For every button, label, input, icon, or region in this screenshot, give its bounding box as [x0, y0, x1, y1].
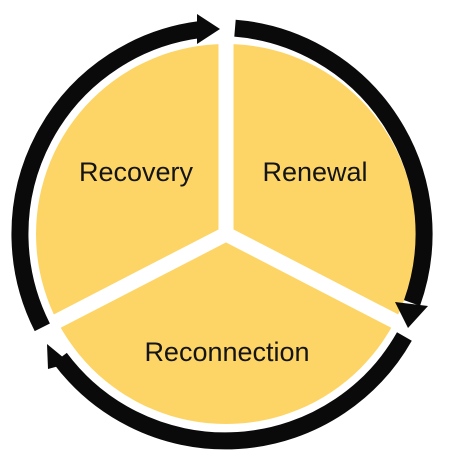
arc-arrow-left [11, 21, 202, 332]
segment-label-renewal: Renewal [262, 157, 367, 187]
segment-label-recovery: Recovery [79, 157, 194, 187]
segment-label-reconnection: Reconnection [144, 337, 309, 367]
arrowhead-left-icon [47, 344, 70, 369]
divider-right [222, 227, 416, 337]
segment-dividers [36, 30, 416, 337]
arrowhead-right-icon [395, 302, 428, 328]
arc-arrow-bottom [53, 332, 412, 450]
arrowhead-top-icon [197, 14, 220, 44]
cycle-arrows [11, 14, 433, 450]
arc-arrow-right [234, 19, 433, 306]
divider-left [36, 227, 230, 337]
